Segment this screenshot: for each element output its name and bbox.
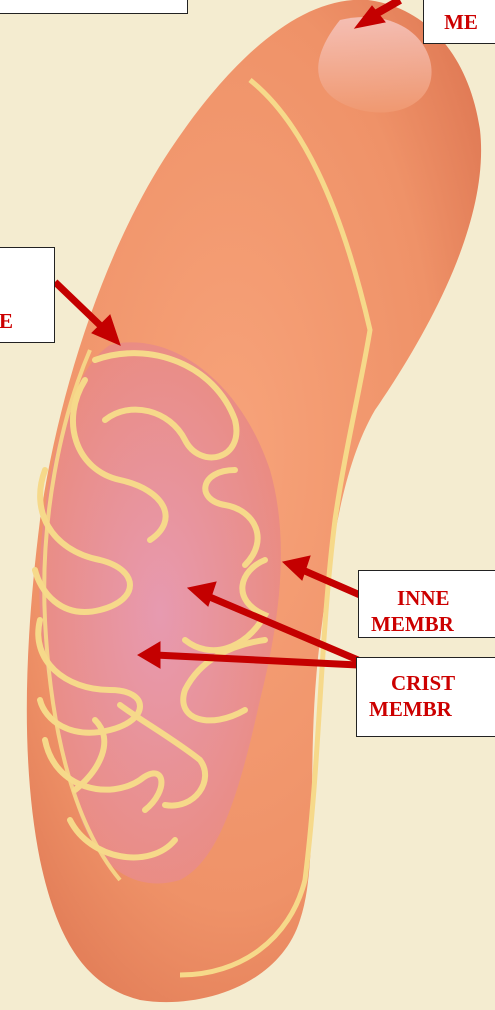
cristae-label: CRIST MEMBR [356,657,495,737]
top-left-label-box [0,0,188,14]
inner-membrane-label-line1: INNE [371,585,495,611]
intermembrane-label-text: E [0,308,54,334]
outer-membrane-label-text: ME [424,9,495,35]
intermembrane-label: E [0,247,55,343]
cristae-label-line2: MEMBR [369,696,495,722]
cristae-label-line1: CRIST [369,670,495,696]
inner-membrane-label-line2: MEMBR [371,611,495,637]
outer-membrane-label: ME [423,0,495,44]
inner-membrane-label: INNE MEMBR [358,570,495,638]
